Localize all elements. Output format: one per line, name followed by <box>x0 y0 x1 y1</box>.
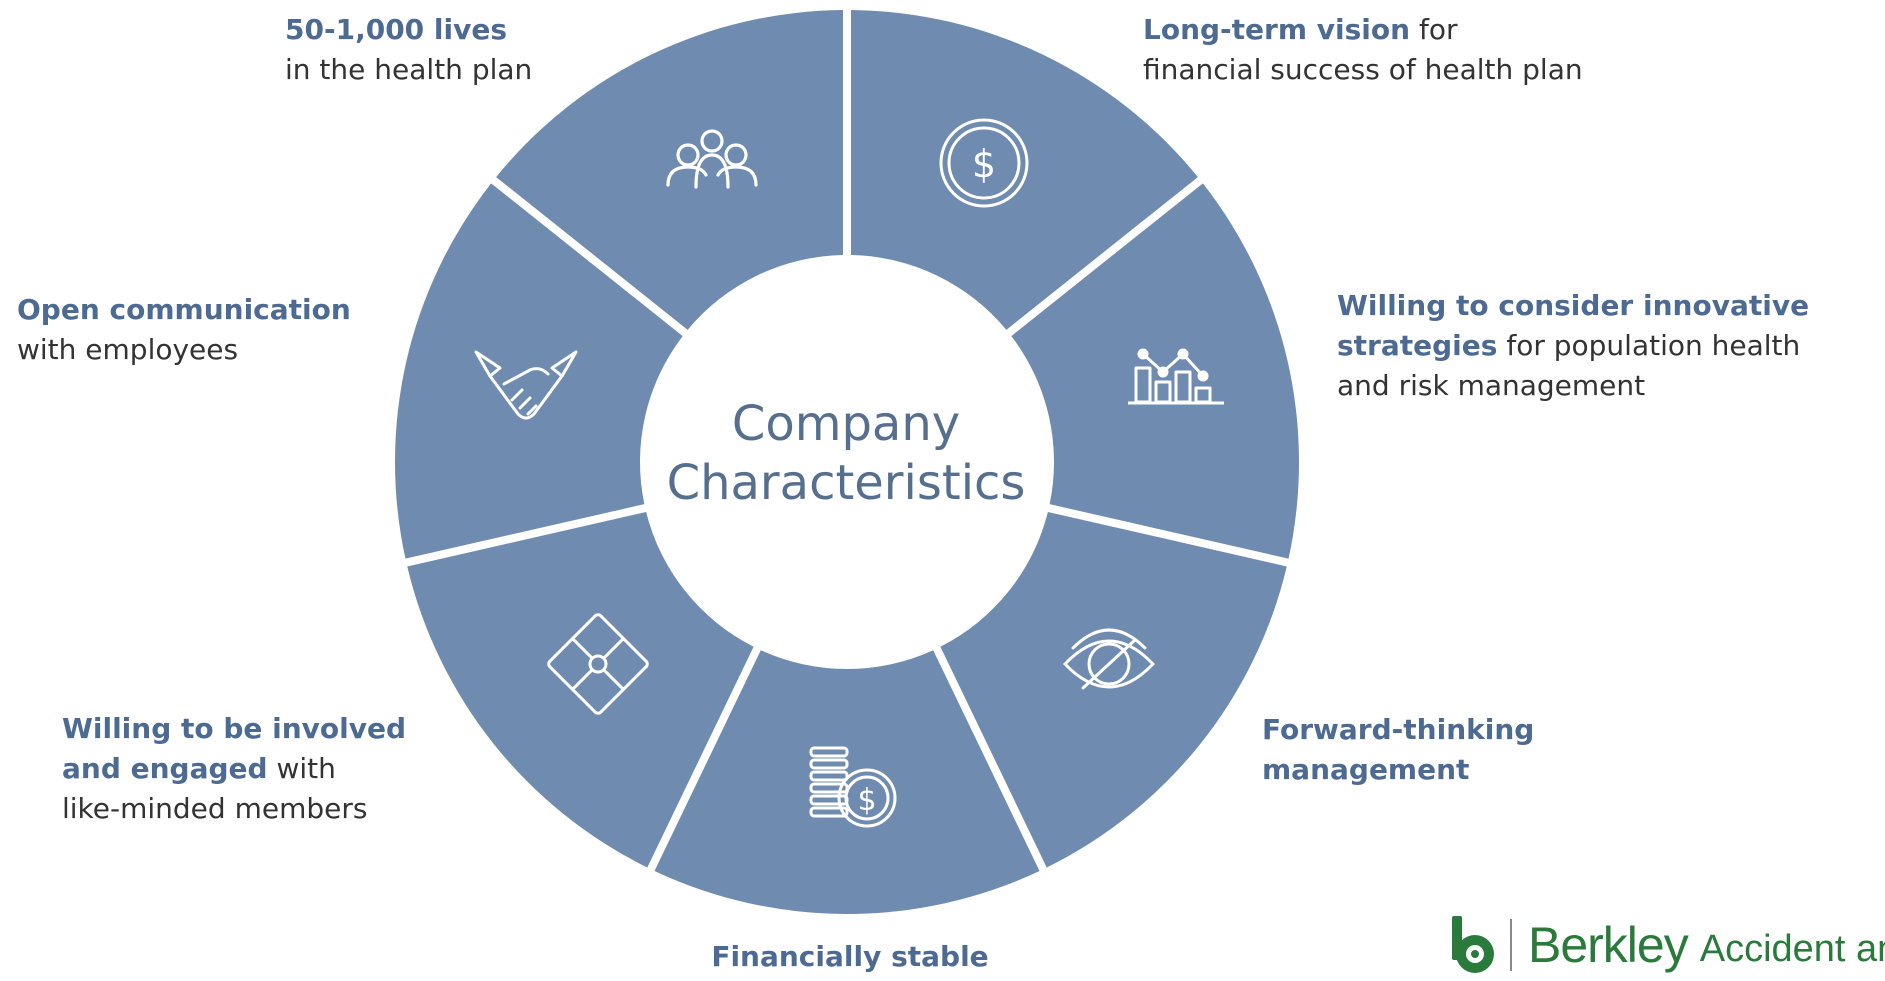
coin-stack-icon: $ <box>809 746 897 828</box>
label-lives-bold: 50-1,000 lives <box>285 13 508 46</box>
label-financially-stable: Financially stable <box>650 937 1050 977</box>
label-innovative-after: for population health <box>1497 328 1801 362</box>
label-long-term-vision-after: for <box>1410 13 1458 46</box>
svg-text:$: $ <box>972 142 996 186</box>
label-innovative-strategies: Willing to consider innovative strategie… <box>1337 286 1809 405</box>
berkley-b-logo-icon <box>1452 915 1494 973</box>
wheel-segment <box>940 511 1287 868</box>
dollar-coin-icon: $ <box>939 118 1029 208</box>
logo-divider <box>1510 918 1512 971</box>
label-lives-line: in the health plan <box>285 52 533 86</box>
logo-brand: Berkley <box>1528 916 1689 973</box>
label-long-term-vision-line: financial success of health plan <box>1143 52 1583 86</box>
handshake-icon <box>474 350 578 420</box>
label-involved-engaged: Willing to be involved and engaged with … <box>62 709 406 828</box>
label-open-communication-bold: Open communication <box>17 293 351 326</box>
bar-chart-icon <box>1128 348 1224 405</box>
puzzle-icon <box>547 613 649 715</box>
label-innovative-bold-2: strategies <box>1337 328 1498 362</box>
label-forward-bold-2: management <box>1262 752 1470 786</box>
wheel-segment <box>496 10 844 330</box>
center-title-line2: Characteristics <box>666 454 1026 511</box>
label-forward-bold-1: Forward-thinking <box>1262 713 1535 746</box>
label-involved-line: like-minded members <box>62 791 368 825</box>
label-innovative-bold-1: Willing to consider innovative <box>1337 289 1810 322</box>
logo-tagline: Accident an <box>1699 928 1885 970</box>
center-title-line1: Company <box>731 396 961 452</box>
wheel-segment <box>407 511 754 868</box>
label-forward-thinking: Forward-thinking management <box>1262 710 1534 790</box>
wheel-segment <box>1011 183 1299 559</box>
wheel-segments <box>395 10 1299 915</box>
label-involved-bold-2: and engaged <box>62 751 268 785</box>
label-involved-bold-1: Willing to be involved <box>62 712 407 745</box>
label-lives: 50-1,000 lives in the health plan <box>285 10 532 90</box>
eye-icon <box>1062 628 1156 690</box>
label-long-term-vision: Long-term vision for financial success o… <box>1143 10 1583 90</box>
center-title: Company Characteristics <box>646 395 1046 512</box>
label-financially-stable-bold: Financially stable <box>711 940 989 973</box>
label-open-communication: Open communication with employees <box>17 290 351 370</box>
wheel-segment <box>850 10 1198 330</box>
wheel-icons: $ <box>474 118 1224 828</box>
wheel-segment <box>654 650 1040 915</box>
people-icon <box>666 129 758 189</box>
berkley-logo: Berkley Accident an <box>1448 908 1885 981</box>
label-open-communication-line: with employees <box>17 332 239 366</box>
wheel-segment <box>395 183 683 559</box>
svg-text:$: $ <box>857 783 876 818</box>
label-innovative-line: and risk management <box>1337 368 1646 402</box>
label-long-term-vision-bold: Long-term vision <box>1143 13 1411 46</box>
label-involved-after: with <box>267 751 336 785</box>
